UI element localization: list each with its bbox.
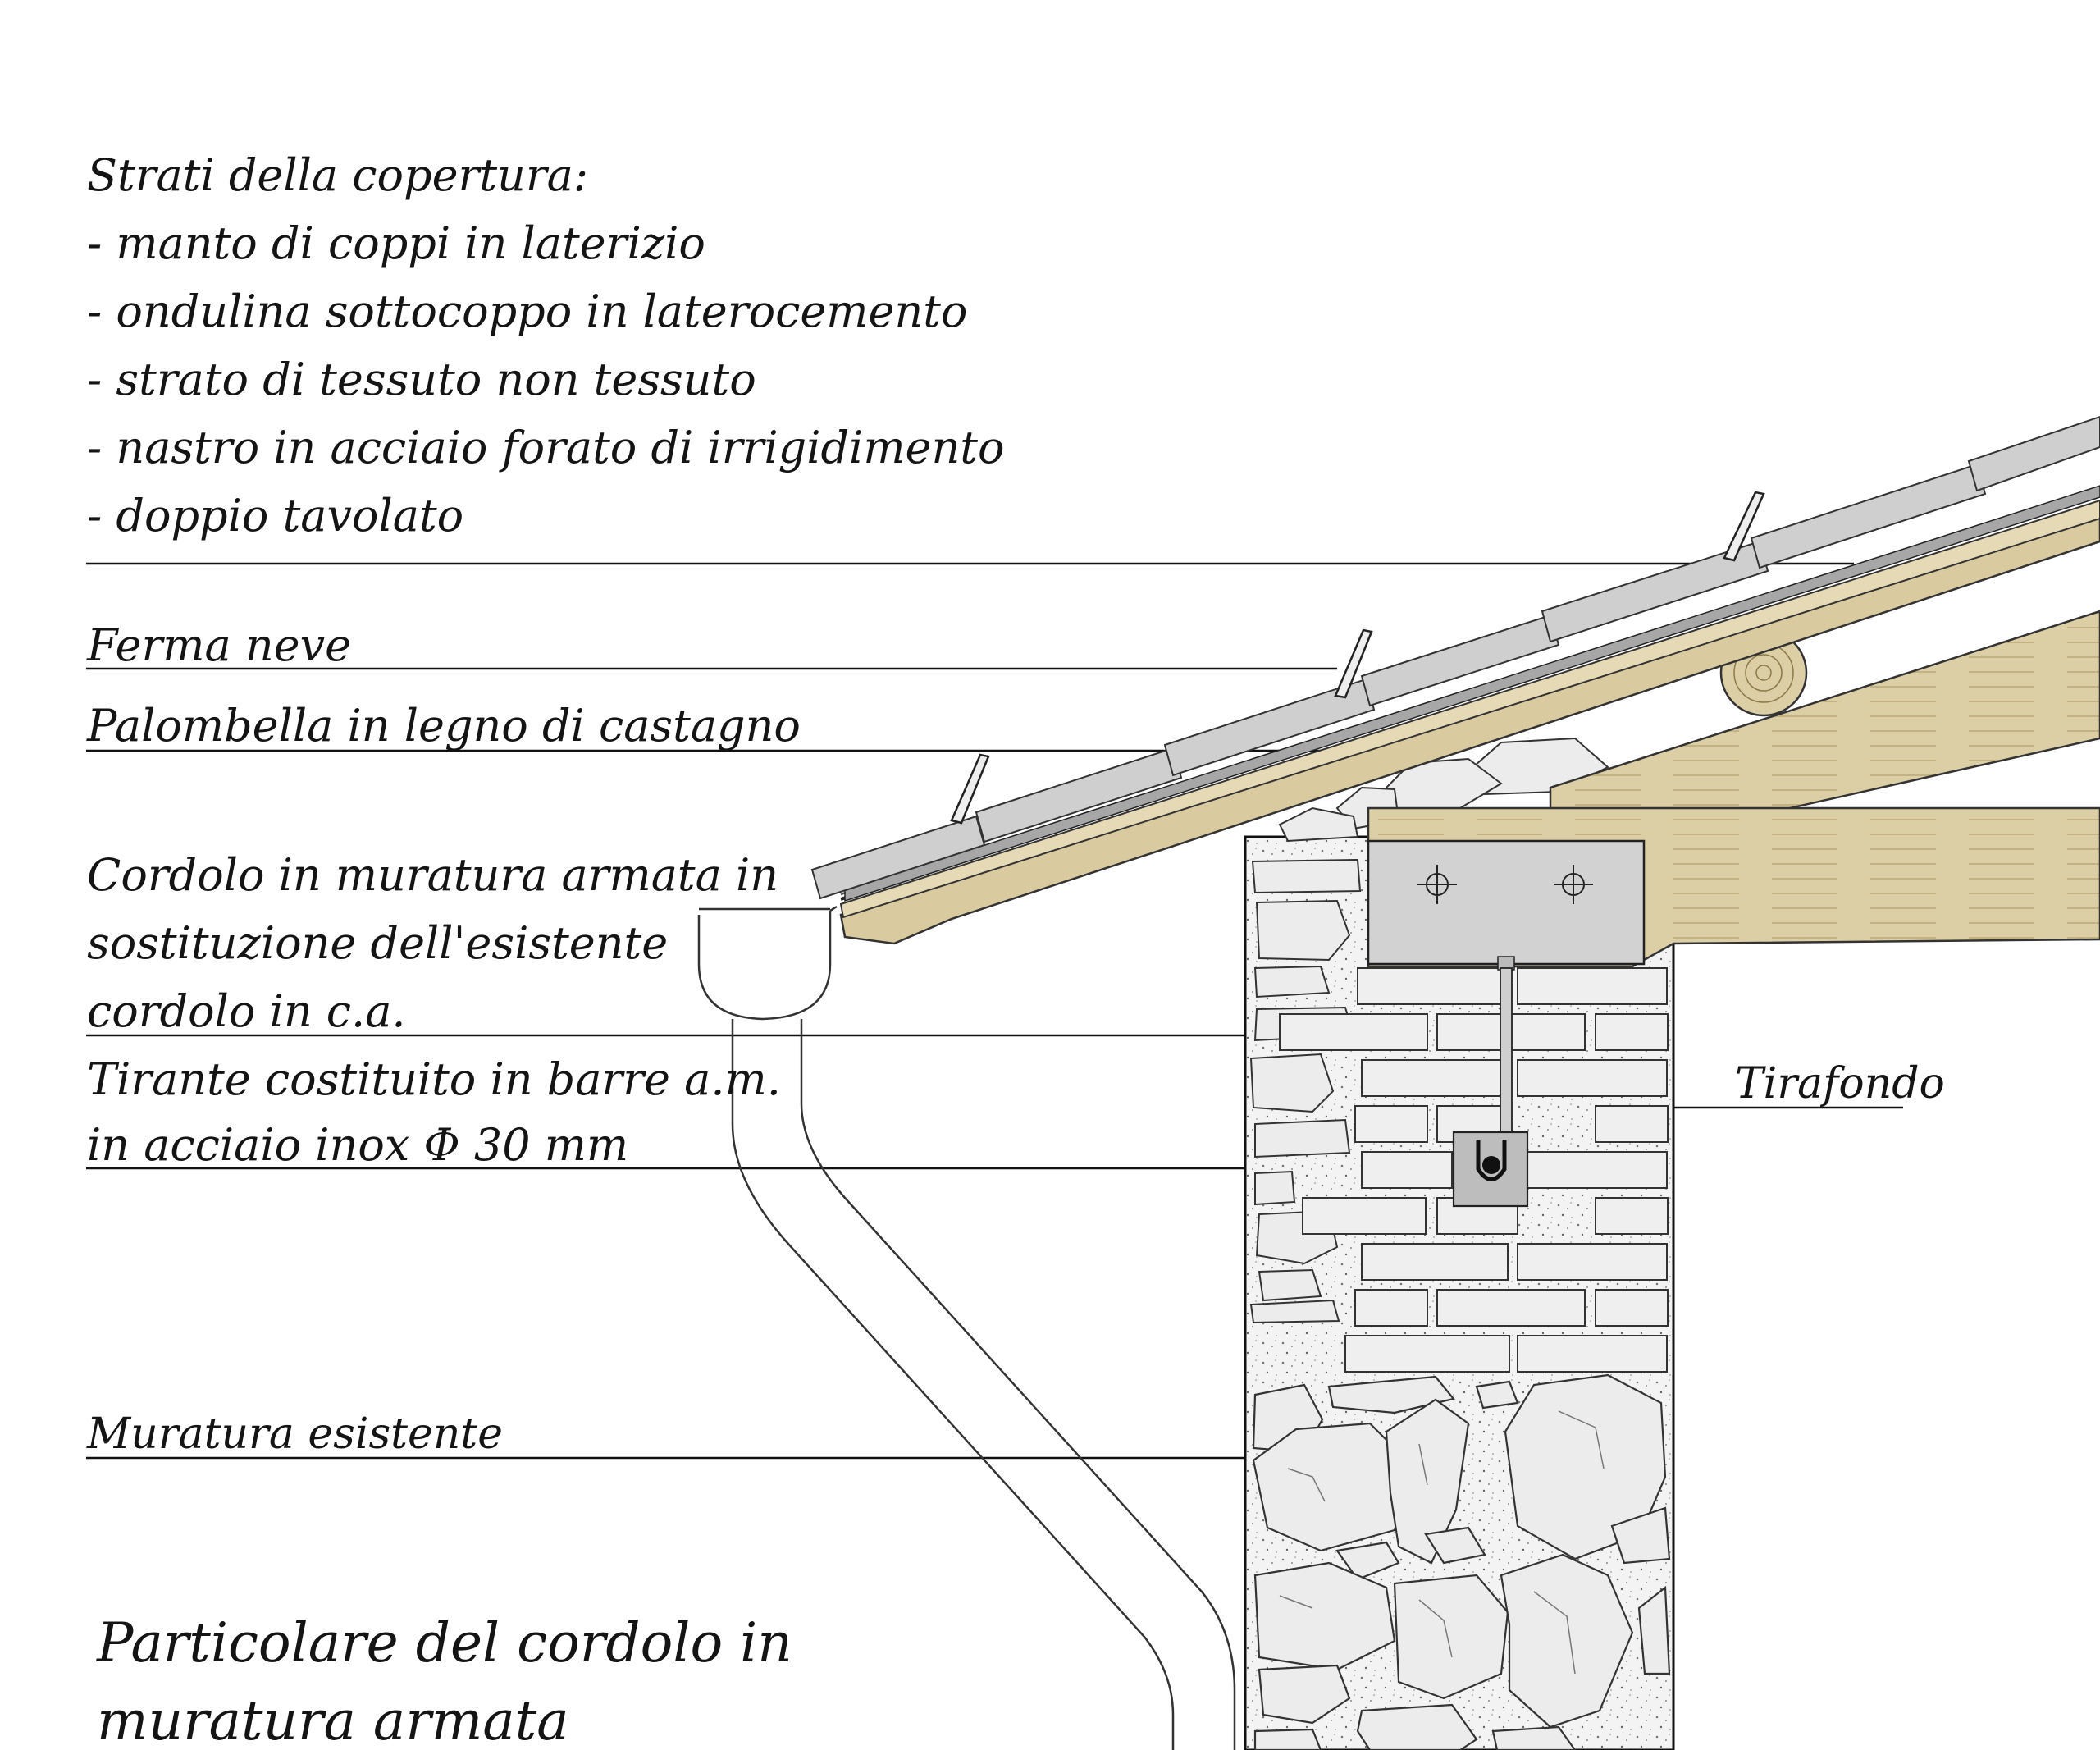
bolt-icon	[1418, 865, 1457, 904]
existing-stones	[1252, 1373, 1671, 1750]
stone-texture-lines	[1279, 1410, 1605, 1675]
bolt-icon	[1554, 865, 1593, 904]
label-tirante: Tirante costituito in barre a.m. in acci…	[87, 1053, 781, 1171]
label-ferma-neve: Ferma neve	[86, 619, 351, 671]
layer-item: - manto di coppi in laterizio	[87, 217, 705, 269]
layer-item: - nastro in acciaio forato di irrigidime…	[87, 422, 1004, 473]
roof-tiles	[810, 415, 2100, 900]
roof-structure	[810, 415, 2100, 1208]
snow-stops	[950, 491, 1765, 825]
label-tirante-line: in acciaio inox Φ 30 mm	[87, 1119, 628, 1171]
tie-rod	[1452, 956, 1529, 1208]
label-cordolo-line: cordolo in c.a.	[87, 985, 406, 1037]
layer-item: - ondulina sottocoppo in laterocemento	[87, 286, 967, 337]
layers-legend: Strati della copertura: - manto di coppi…	[87, 149, 1004, 541]
steel-plate	[1367, 839, 1646, 966]
label-palombella: Palombella in legno di castagno	[86, 700, 801, 752]
undercoppo-sheet	[844, 485, 2100, 902]
double-boarding	[839, 499, 2100, 919]
tie-bar-section	[1482, 1156, 1500, 1174]
label-cordolo: Cordolo in muratura armata in sostituzio…	[87, 849, 778, 1037]
drawing-caption: Particolare del cordolo in muratura arma…	[96, 1611, 792, 1750]
downpipe-right	[800, 1019, 1236, 1750]
label-muratura-esistente: Muratura esistente	[86, 1410, 503, 1459]
gutter-and-downpipe	[697, 905, 1236, 1750]
layer-item: - doppio tavolato	[87, 490, 463, 541]
reinforced-masonry-bricks	[1279, 967, 1669, 1373]
label-cordolo-line: Cordolo in muratura armata in	[87, 849, 778, 901]
layers-title: Strati della copertura:	[87, 149, 588, 201]
caption-line: Particolare del cordolo in	[96, 1611, 792, 1675]
label-tirafondo: Tirafondo	[1735, 1059, 1945, 1108]
label-cordolo-line: sostituzione dell'esistente	[87, 917, 668, 969]
layer-item: - strato di tessuto non tessuto	[87, 354, 756, 405]
label-tirante-line: Tirante costituito in barre a.m.	[87, 1053, 781, 1105]
palombella	[839, 515, 2100, 945]
caption-line: muratura armata	[97, 1689, 569, 1750]
existing-masonry-wall	[1244, 835, 1675, 1750]
downpipe-left	[731, 1019, 1175, 1750]
gutter	[697, 905, 838, 1021]
